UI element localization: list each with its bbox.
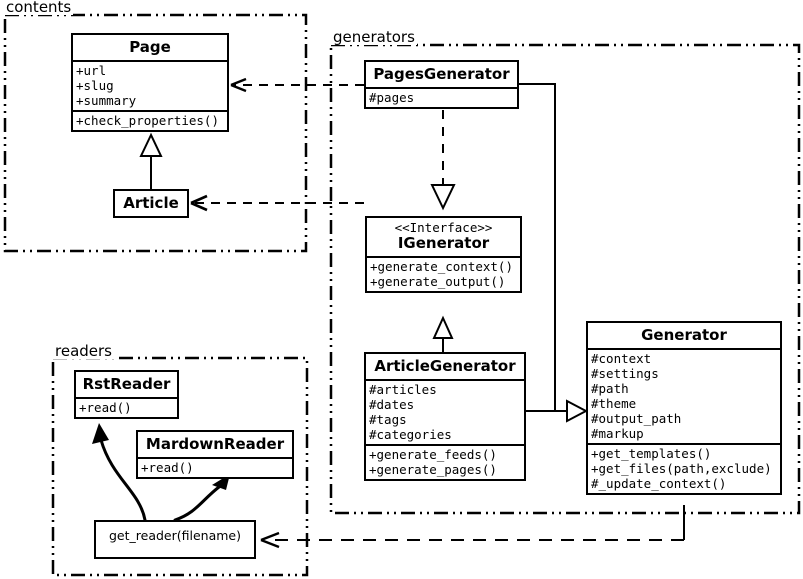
class-methods-page: +check_properties() <box>73 112 227 130</box>
class-attribute: #markup <box>591 426 644 441</box>
class-method: #_update_context() <box>591 476 727 491</box>
class-attribute: #categories <box>369 427 452 442</box>
class-title-mardown-reader: MardownReader <box>145 435 285 453</box>
class-box-mardown-reader[interactable]: MardownReader +read() <box>136 430 294 479</box>
class-attribute: #context <box>591 351 652 366</box>
relation-generator-uses-getreader <box>260 505 685 549</box>
class-stereotype-interface: <<Interface>> <box>394 220 493 235</box>
class-attribute: #theme <box>591 396 637 411</box>
class-box-page[interactable]: Page +url +slug +summary +check_properti… <box>71 33 229 132</box>
relation-articlegen-extends-generator <box>526 399 589 423</box>
class-attribute: #pages <box>369 90 415 105</box>
class-separator <box>367 256 520 258</box>
class-attribute: #articles <box>369 382 437 397</box>
class-attribute: #path <box>591 381 629 396</box>
class-attributes-article-generator: #articles #dates #tags #categories <box>366 381 524 444</box>
package-frame-contents <box>3 13 308 253</box>
class-title-rst-reader: RstReader <box>82 375 171 393</box>
class-separator <box>588 348 780 350</box>
class-title-generator: Generator <box>641 326 727 344</box>
class-methods-igenerator: +generate_context() +generate_output() <box>367 258 520 291</box>
function-box-get-reader[interactable]: get_reader(filename) <box>94 520 256 559</box>
class-attribute: #settings <box>591 366 659 381</box>
relation-pagesgen-uses-page <box>230 77 364 93</box>
class-separator <box>73 110 227 112</box>
class-title-article: Article <box>123 194 179 212</box>
class-method: +get_templates() <box>591 446 712 461</box>
class-separator <box>73 60 227 62</box>
class-attribute: #tags <box>369 412 407 427</box>
class-title-igenerator: <<Interface>> IGenerator <box>367 218 520 256</box>
relation-articlegen-uses-article <box>190 194 364 212</box>
class-box-rst-reader[interactable]: RstReader +read() <box>74 370 179 419</box>
class-box-article-generator[interactable]: ArticleGenerator #articles #dates #tags … <box>364 352 526 481</box>
class-attributes-generator: #context #settings #path #theme #output_… <box>588 350 780 443</box>
package-frame-generators <box>329 43 801 515</box>
class-attribute: +url <box>76 63 107 78</box>
class-separator <box>366 444 524 446</box>
class-methods-generator: +get_templates() +get_files(path,exclude… <box>588 445 780 493</box>
class-method: +generate_output() <box>370 274 506 289</box>
package-label-contents: contents <box>4 0 74 16</box>
class-separator <box>138 457 292 459</box>
class-title-article-generator: ArticleGenerator <box>374 357 516 375</box>
class-attribute: +summary <box>76 93 137 108</box>
class-box-article[interactable]: Article <box>113 189 189 218</box>
class-separator <box>588 443 780 445</box>
relation-articlegen-extends-igenerator <box>432 315 454 352</box>
class-attribute: #output_path <box>591 411 682 426</box>
relation-pagesgen-implements-igenerator <box>430 110 456 211</box>
package-label-generators: generators <box>331 28 417 46</box>
class-method: +generate_context() <box>370 259 513 274</box>
class-method: +get_files(path,exclude) <box>591 461 772 476</box>
relation-getreader-creates-rstreader <box>92 423 147 522</box>
class-methods-rst-reader: +read() <box>76 399 177 417</box>
class-method: +check_properties() <box>76 113 219 128</box>
class-box-pages-generator[interactable]: PagesGenerator #pages <box>364 60 519 109</box>
class-name-text: IGenerator <box>397 234 490 252</box>
class-attribute: #dates <box>369 397 415 412</box>
class-separator <box>366 379 524 381</box>
class-methods-article-generator: +generate_feeds() +generate_pages() <box>366 446 524 479</box>
class-attribute: +slug <box>76 78 114 93</box>
package-label-readers: readers <box>53 342 114 360</box>
class-attributes-pages-generator: #pages <box>366 89 517 107</box>
class-box-igenerator[interactable]: <<Interface>> IGenerator +generate_conte… <box>365 216 522 293</box>
class-method: +read() <box>141 460 194 475</box>
class-method: +generate_feeds() <box>369 447 497 462</box>
class-separator <box>366 87 517 89</box>
class-method: +generate_pages() <box>369 462 497 477</box>
relation-article-extends-page <box>139 132 163 189</box>
class-method: +read() <box>79 400 132 415</box>
package-frame-readers <box>51 356 309 577</box>
function-label-get-reader: get_reader(filename) <box>109 528 241 543</box>
class-title-page: Page <box>129 38 171 56</box>
class-attributes-page: +url +slug +summary <box>73 62 227 110</box>
class-title-pages-generator: PagesGenerator <box>373 65 510 83</box>
class-separator <box>76 397 177 399</box>
class-box-generator[interactable]: Generator #context #settings #path #them… <box>586 321 782 495</box>
class-methods-mardown-reader: +read() <box>138 459 292 477</box>
